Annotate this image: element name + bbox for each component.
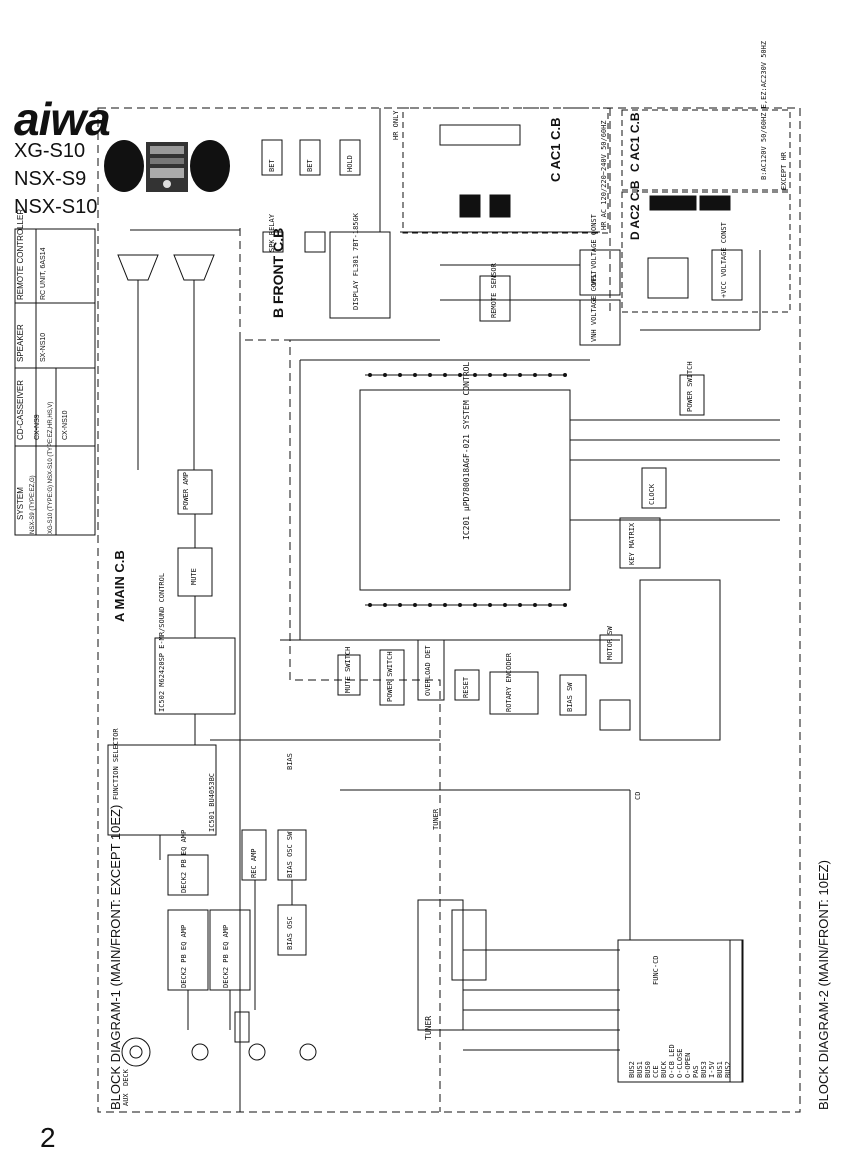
con102-item: O-CLOSE — [676, 1048, 684, 1078]
block-power-switch-2: POWER SWITCH — [386, 651, 394, 702]
block-tuner: TUNER — [424, 1015, 433, 1040]
model-name-1: XG-S10 — [14, 140, 86, 162]
block-bias-osc-sw: BIAS OSC SW — [286, 831, 294, 878]
block-display: DISPLAY FL301 7BT-185GK — [352, 213, 360, 310]
block-hold: HOLD — [346, 155, 354, 172]
con102-item: BUS0 — [644, 1061, 652, 1078]
con102-item: BUS1 — [636, 1061, 644, 1078]
con102-item: BUS3 — [700, 1061, 708, 1078]
brand-logo: aiwa — [14, 93, 111, 145]
block-reset: RESET — [462, 676, 470, 698]
con102-item: I-5V — [708, 1061, 716, 1078]
block-bias-osc: BIAS OSC — [286, 916, 294, 950]
label-aux: AUX — [122, 1093, 130, 1106]
block-power-amp: POWER AMP — [182, 472, 190, 510]
block-deck2-pb-2: DECK2 PB EQ AMP — [180, 924, 188, 988]
board-label-ac1: C AC1 C.B — [548, 117, 563, 182]
con102-item: BUCK — [660, 1061, 668, 1078]
system-table — [14, 228, 96, 536]
block-sound-control: IC502 M62420SP E-MR/SOUND CONTROL — [158, 572, 166, 712]
con102-legend: BUS2 BUS1 BUS0 CCE BUCK O-CB LED O-CLOSE… — [622, 944, 732, 1080]
block-bet-2: BET — [268, 159, 276, 172]
con102-item: BUS1 — [716, 1061, 724, 1078]
con102-item: O-CB LED — [668, 1044, 676, 1078]
con102-item: O-OPEN — [684, 1052, 692, 1078]
block-rotary-encoder: ROTARY ENCODER — [505, 652, 513, 712]
label-deck: DECK — [122, 1069, 130, 1086]
block-deck2-pb-3: DECK2 PB EQ AMP — [222, 924, 230, 988]
con102-item: CCE — [652, 1065, 660, 1078]
block-ic501: IC501 BU4053BC — [208, 772, 216, 832]
block-deck2-pb-1: DECK2 PB EQ AMP — [180, 829, 188, 893]
con102-item: BUS2 — [724, 1061, 732, 1078]
caption-diagram-1: BLOCK DIAGRAM-1 (MAIN/FRONT: EXCEPT 10EZ… — [108, 804, 123, 1110]
label-cd: CD — [634, 791, 642, 800]
block-overload-det: OVERLOAD DET — [424, 645, 432, 696]
board-label-main: A MAIN C.B — [112, 550, 127, 622]
block-mute-switch: MUTE SWITCH — [344, 646, 352, 693]
model-name-2: NSX-S9 — [14, 168, 87, 190]
model-name-3: NSX-S10 — [14, 196, 98, 218]
label-bias: BIAS — [286, 753, 294, 770]
block-bias-sw: BIAS SW — [566, 682, 574, 712]
block-power-switch: POWER SWITCH — [686, 361, 694, 412]
block-motor-sw: MOTOR SW — [606, 626, 614, 660]
label-ac-mains-2: B:AC120V 50/60HZ E,EZ:AC230V 50HZ — [760, 40, 768, 180]
block-bet-1: BET — [306, 159, 314, 172]
label-hr-only: HR ONLY — [392, 110, 400, 140]
con102-item: BUS2 — [628, 1061, 636, 1078]
block-voltage-const-2: VNH VOLTAGE CONST — [590, 270, 598, 342]
block-voltage-const-3: +VCC VOLTAGE CONST — [720, 222, 728, 298]
label-ac-mains: HR AC 120/220~240V 50/60HZ — [600, 120, 608, 230]
block-system-control: IC201 µPD780018AGF-021 SYSTEM CONTROL — [462, 361, 471, 540]
block-spk-relay: SPK RELAY — [268, 214, 276, 252]
board-label-ac2: D AC2 C.B — [628, 180, 642, 240]
block-remote-sensor: REMOTE SENSOR — [490, 263, 498, 318]
stereo-system-image — [104, 140, 230, 192]
board-label-ac1b: C AC1 C.B — [628, 112, 642, 172]
block-function-selector: FUNCTION SELECTOR — [112, 728, 120, 800]
caption-diagram-2: BLOCK DIAGRAM-2 (MAIN/FRONT: 10EZ) — [816, 860, 831, 1110]
block-clock: CLOCK — [648, 483, 656, 505]
block-key-matrix: KEY MATRIX — [628, 522, 636, 565]
block-mute: MUTE — [190, 568, 198, 585]
label-except-hr: EXCEPT HR — [780, 152, 788, 190]
page-number: 2 — [40, 1122, 56, 1153]
con102-item: PAS — [692, 1065, 700, 1078]
block-rec-amp: REC AMP — [250, 848, 258, 878]
label-tuner: TUNER — [432, 808, 440, 830]
